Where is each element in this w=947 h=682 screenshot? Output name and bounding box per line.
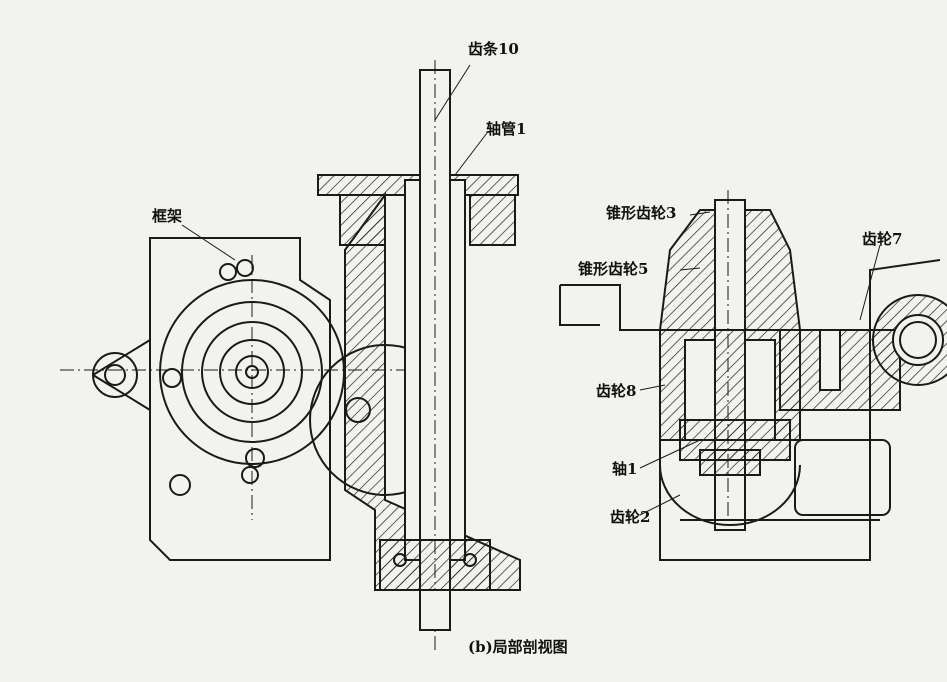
label-gear-8: 齿轮8 (596, 382, 637, 400)
label-frame: 框架 (152, 207, 183, 225)
label-bevel-gear-3: 锥形齿轮3 (606, 204, 677, 222)
label-gear-2: 齿轮2 (610, 508, 651, 526)
tube-section (317, 60, 521, 650)
figure-caption: (b)局部剖视图 (468, 638, 568, 656)
label-rack: 齿条10 (468, 40, 519, 58)
label-gear-7: 齿轮7 (862, 230, 903, 248)
label-tube: 轴管1 (486, 120, 527, 138)
leader-lines (181, 64, 881, 516)
label-bevel-gear-5: 锥形齿轮5 (578, 260, 649, 278)
gearbox-section (559, 190, 947, 561)
label-shaft: 轴1 (612, 460, 638, 478)
